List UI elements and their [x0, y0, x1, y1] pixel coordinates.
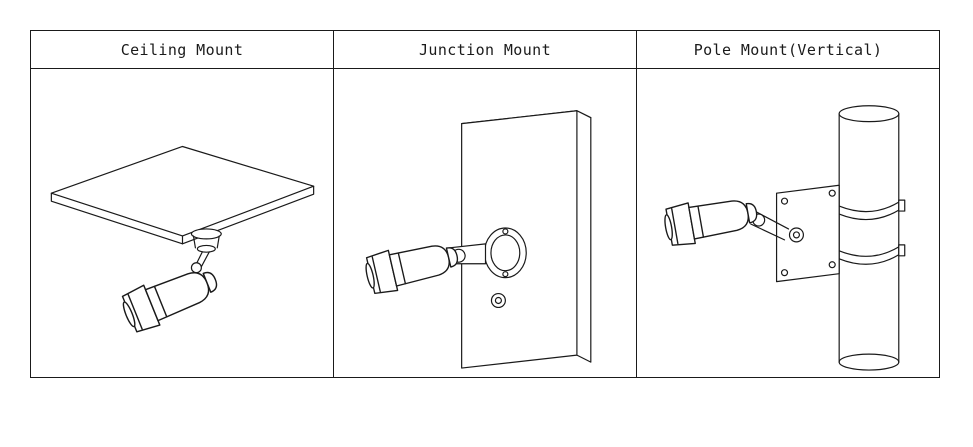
panel-title-junction-mount: Junction Mount [334, 31, 636, 69]
panel-junction-mount: Junction Mount [333, 31, 636, 377]
pole-straps [838, 199, 906, 265]
bullet-camera-icon [361, 234, 463, 298]
ceiling-slab [50, 145, 315, 245]
ceiling-mount-pedestal [190, 228, 222, 274]
panel-title-ceiling-mount: Ceiling Mount [31, 31, 333, 69]
ceiling-mount-illustration [50, 145, 315, 337]
panel-illustration-ceiling-mount [31, 69, 333, 377]
junction-mount-illustration [361, 110, 592, 369]
bullet-camera-icon [661, 190, 761, 249]
panel-illustration-pole-mount-vertical [637, 69, 939, 377]
bullet-camera-icon [117, 258, 225, 337]
mounting-options-table: Ceiling Mount [30, 30, 940, 378]
pole-mount-vertical-illustration [661, 105, 906, 371]
panel-illustration-junction-mount [334, 69, 636, 377]
panel-pole-mount-vertical: Pole Mount(Vertical) [636, 31, 939, 377]
wall-board [461, 110, 592, 369]
pole-cylinder [838, 105, 900, 371]
pole-mount-plate [775, 184, 840, 283]
panel-ceiling-mount: Ceiling Mount [31, 31, 333, 377]
panel-title-pole-mount-vertical: Pole Mount(Vertical) [637, 31, 939, 69]
junction-box-plate [483, 227, 527, 309]
